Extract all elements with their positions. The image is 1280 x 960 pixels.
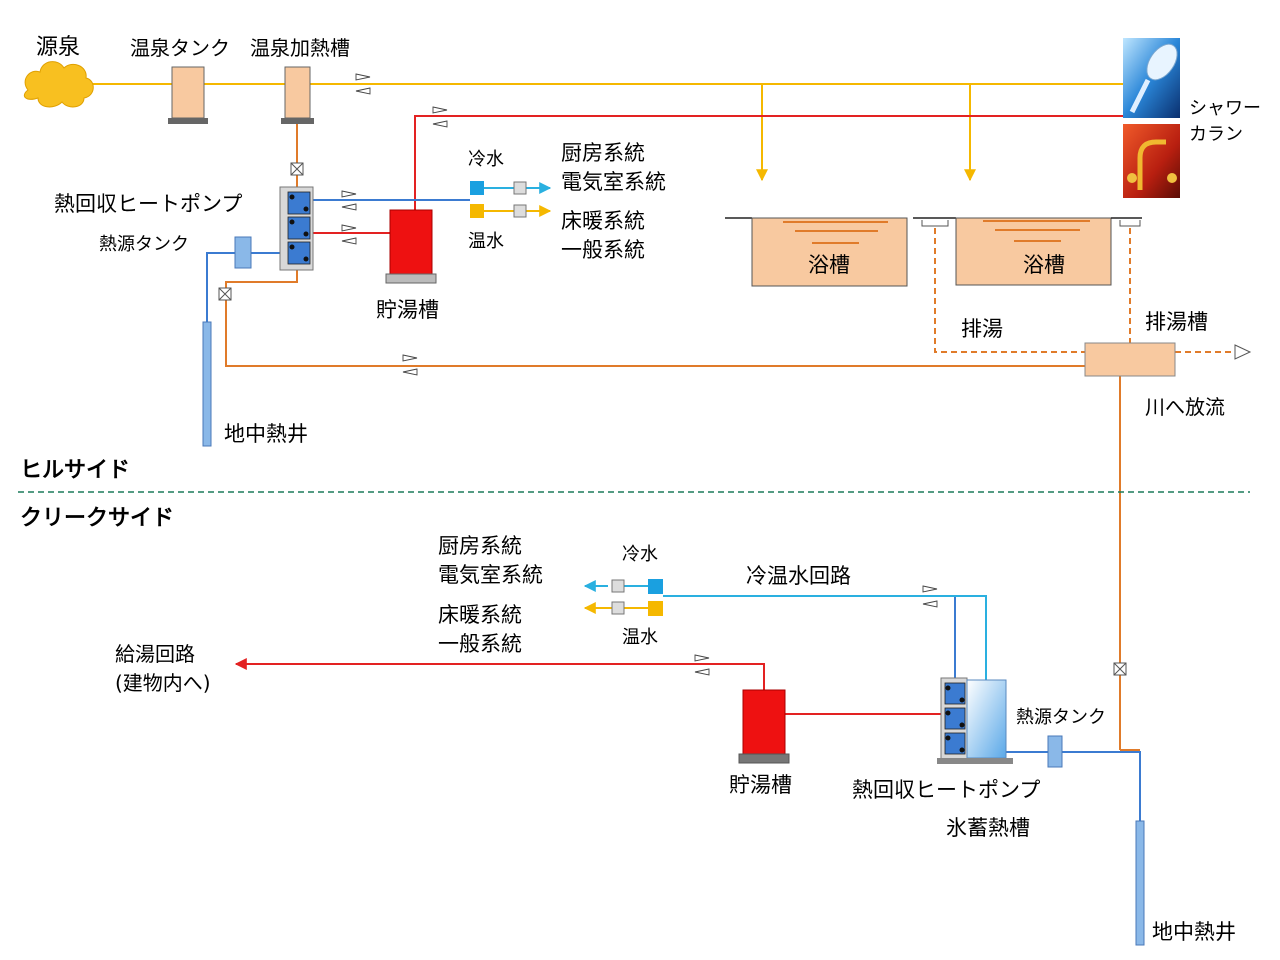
heat-source-tank xyxy=(234,236,252,269)
geothermal-well xyxy=(202,321,212,447)
heat-source-tank-label-cs: 熱源タンク xyxy=(1016,707,1106,728)
hot-storage-tank-label-cs: 貯湯槽 xyxy=(729,773,792,797)
faucet-label: カラン xyxy=(1189,124,1243,145)
source-cloud-icon xyxy=(23,61,94,108)
spring-tank-label: 温泉タンク xyxy=(130,36,230,60)
hillside-section-label: ヒルサイド xyxy=(20,458,130,483)
floor-heating-line-label-cs: 床暖系統 xyxy=(438,603,522,627)
hot-storage-tank-creekside xyxy=(738,689,790,764)
heat-source-tank-creekside xyxy=(1047,735,1063,768)
bath-2-label: 浴槽 xyxy=(1023,253,1065,277)
drain-tank-label: 排湯槽 xyxy=(1145,310,1208,334)
bath-tub-2 xyxy=(913,217,1142,286)
faucet-icon xyxy=(1123,124,1180,198)
cold-water-label-cs: 冷水 xyxy=(622,544,658,565)
source-label: 源泉 xyxy=(36,35,80,60)
spring-heater-label: 温泉加熱槽 xyxy=(250,36,350,60)
valve-icon xyxy=(1113,662,1127,676)
overflow-fittings xyxy=(921,220,1141,227)
general-line-label-cs: 一般系統 xyxy=(438,632,522,656)
creekside-section-label: クリークサイド xyxy=(20,506,174,531)
discharge-arrow-icon xyxy=(1234,344,1252,360)
geothermal-well-label: 地中熱井 xyxy=(224,422,308,446)
heat-pump-label-cs: 熱回収ヒートポンプ xyxy=(852,778,1040,802)
line-markers-hillside xyxy=(470,181,527,218)
hot-storage-tank xyxy=(385,209,437,284)
floor-heating-line-label: 床暖系統 xyxy=(561,209,645,233)
flow-markers xyxy=(341,73,938,676)
geothermal-well-label-cs: 地中熱井 xyxy=(1152,920,1236,944)
line-markers-creekside xyxy=(611,579,663,616)
drain-tank xyxy=(1084,342,1176,377)
heat-pump-label: 熱回収ヒートポンプ xyxy=(54,192,242,216)
hot-supply-sub-label: (建物内へ) xyxy=(115,671,211,695)
kitchen-line-label-cs: 厨房系統 xyxy=(438,534,522,558)
hot-storage-tank-label: 貯湯槽 xyxy=(376,298,439,322)
electrical-line-label-cs: 電気室系統 xyxy=(438,563,543,587)
heat-recovery-heat-pump xyxy=(279,186,314,271)
kitchen-line-label: 厨房系統 xyxy=(561,141,645,165)
drain-lines xyxy=(934,228,1252,360)
drain-label: 排湯 xyxy=(961,317,1003,341)
heat-source-tank-label: 熱源タンク xyxy=(99,234,189,255)
ice-storage-label: 氷蓄熱槽 xyxy=(946,816,1030,840)
warm-water-label-cs: 温水 xyxy=(622,627,658,648)
spring-heater-tank xyxy=(281,66,314,124)
bath-tub-1 xyxy=(725,217,908,287)
warm-water-label: 温水 xyxy=(468,231,504,252)
electrical-line-label: 電気室系統 xyxy=(561,170,666,194)
valve-icon xyxy=(290,162,304,176)
geothermal-well-creekside xyxy=(1135,820,1145,946)
spring-tank xyxy=(168,66,208,124)
hot-supply-label: 給湯回路 xyxy=(115,642,195,666)
valve-icon xyxy=(218,287,232,301)
ice-storage-tank xyxy=(937,679,1013,764)
shower-icon xyxy=(1123,38,1180,118)
river-discharge-label: 川へ放流 xyxy=(1145,395,1225,419)
cold-water-label: 冷水 xyxy=(468,149,504,170)
general-line-label: 一般系統 xyxy=(561,238,645,262)
chw-circuit-label: 冷温水回路 xyxy=(746,564,851,588)
bath-1-label: 浴槽 xyxy=(808,253,850,277)
heat-recovery-heat-pump-creekside xyxy=(940,677,968,761)
shower-label: シャワー xyxy=(1189,98,1261,119)
